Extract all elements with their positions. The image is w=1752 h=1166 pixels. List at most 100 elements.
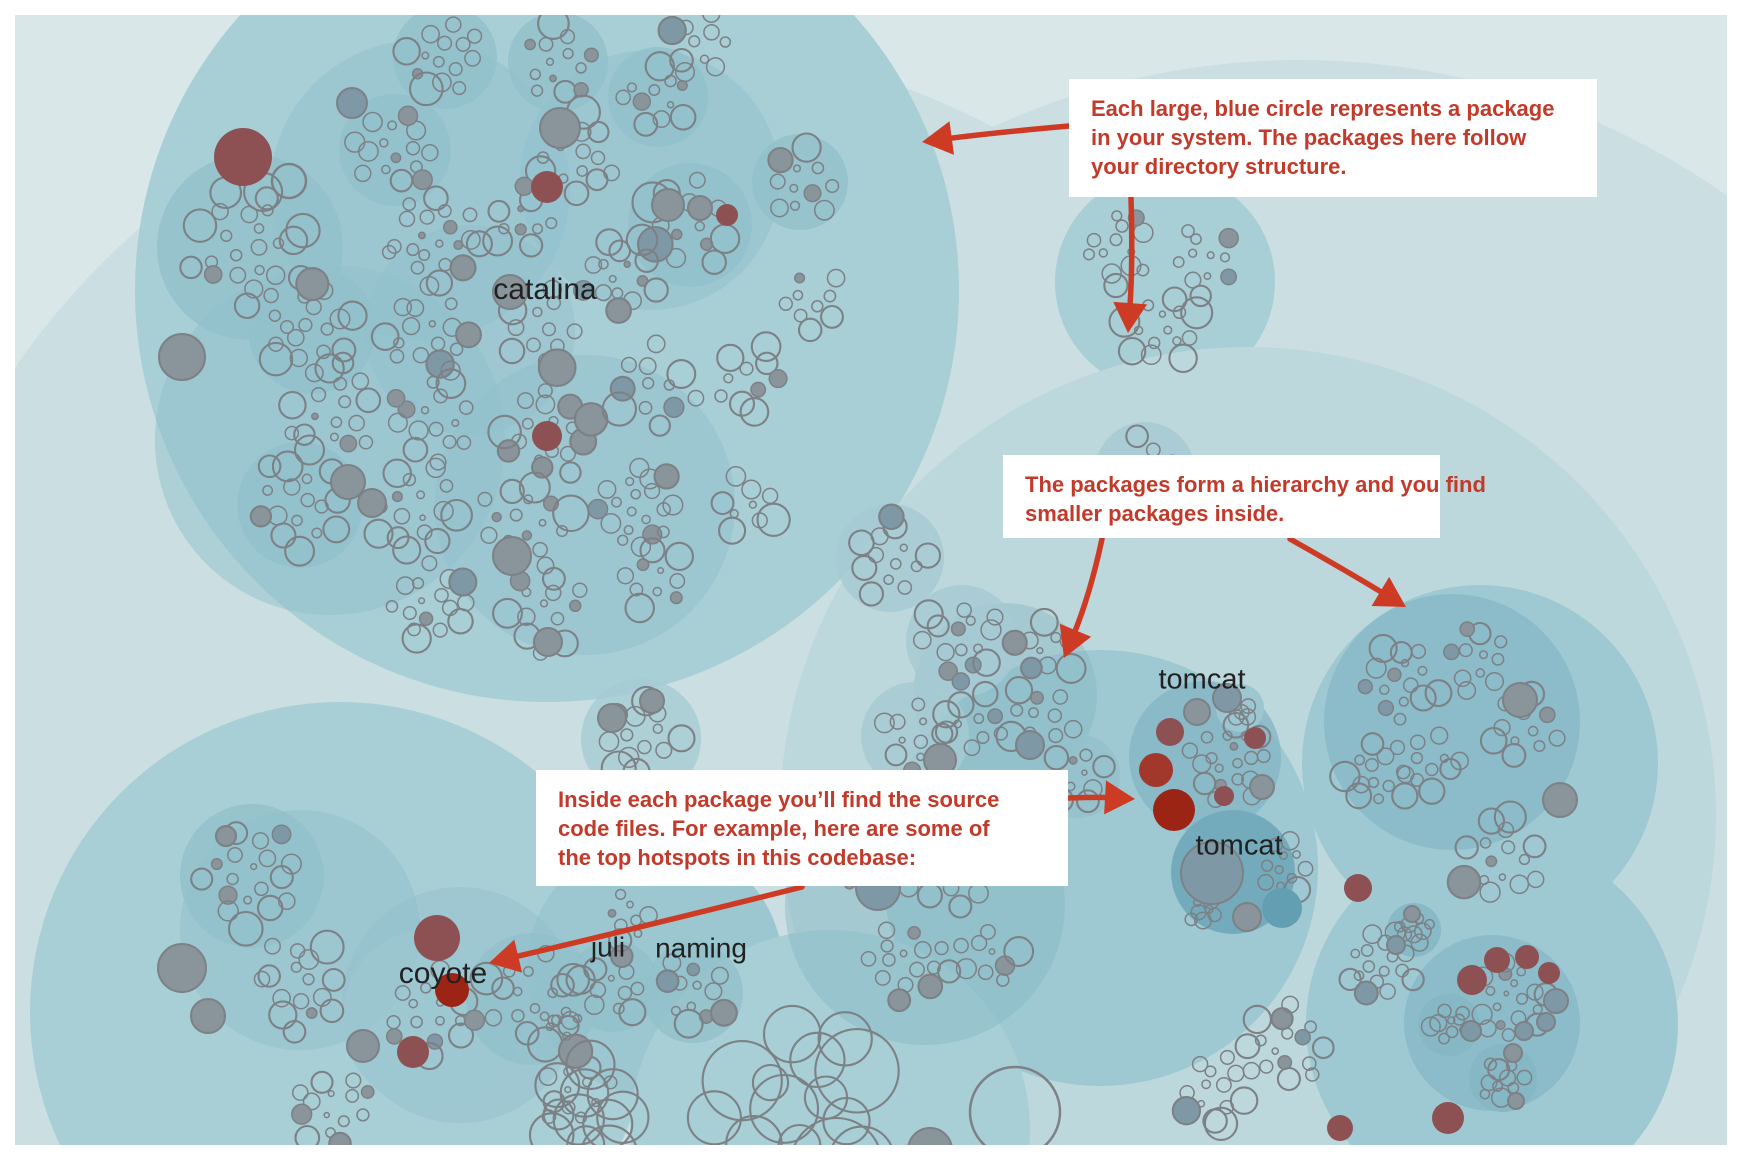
file-circle[interactable] [492, 597, 523, 629]
file-circle[interactable] [1168, 343, 1198, 374]
file-circle[interactable] [630, 488, 642, 500]
file-circle[interactable] [1206, 251, 1215, 260]
file-circle[interactable] [624, 592, 655, 624]
file-circle[interactable] [526, 337, 541, 353]
file-circle[interactable] [556, 962, 591, 997]
package-bubble[interactable] [1418, 994, 1480, 1056]
file-circle[interactable] [320, 322, 334, 336]
file-circle[interactable] [887, 988, 912, 1013]
file-circle[interactable] [637, 739, 652, 755]
file-circle[interactable] [442, 219, 458, 235]
file-circle[interactable] [1475, 668, 1486, 678]
file-circle[interactable] [1052, 689, 1069, 705]
file-circle[interactable] [980, 619, 1002, 641]
file-circle[interactable] [428, 421, 444, 437]
hotspot-circle[interactable] [716, 204, 738, 226]
file-circle[interactable] [524, 38, 536, 51]
file-circle[interactable] [283, 478, 301, 496]
file-circle[interactable] [429, 453, 447, 471]
file-circle[interactable] [482, 225, 514, 257]
file-circle[interactable] [487, 199, 511, 223]
file-circle[interactable] [926, 614, 950, 638]
file-circle[interactable] [1188, 248, 1198, 258]
file-circle[interactable] [448, 567, 478, 597]
file-circle[interactable] [424, 527, 451, 555]
file-circle[interactable] [848, 529, 875, 557]
file-circle[interactable] [666, 359, 697, 389]
file-circle[interactable] [1115, 219, 1129, 233]
file-circle[interactable] [420, 982, 432, 994]
file-circle[interactable] [464, 49, 482, 67]
file-circle[interactable] [406, 299, 425, 317]
file-circle[interactable] [1485, 985, 1496, 996]
file-circle[interactable] [433, 388, 449, 404]
file-circle[interactable] [591, 1097, 601, 1108]
file-circle[interactable] [951, 672, 971, 691]
file-circle[interactable] [1242, 1004, 1272, 1035]
file-circle[interactable] [294, 1124, 321, 1150]
file-circle[interactable] [541, 322, 557, 337]
hotspot-circle[interactable] [397, 1036, 429, 1068]
file-circle[interactable] [739, 361, 754, 376]
file-circle-filled[interactable] [1507, 1092, 1525, 1110]
file-circle-filled[interactable] [190, 998, 226, 1034]
file-circle[interactable] [1294, 1028, 1311, 1046]
file-circle[interactable] [1147, 336, 1161, 350]
file-circle[interactable] [381, 244, 397, 260]
file-circle[interactable] [1478, 650, 1489, 660]
file-circle[interactable] [792, 289, 804, 301]
file-circle[interactable] [385, 600, 399, 613]
file-circle[interactable] [210, 858, 223, 871]
file-circle[interactable] [1055, 653, 1087, 684]
file-circle[interactable] [463, 1009, 486, 1031]
file-circle[interactable] [629, 457, 650, 479]
file-circle[interactable] [389, 348, 405, 364]
file-circle[interactable] [657, 15, 687, 46]
file-circle[interactable] [710, 966, 729, 985]
file-circle[interactable] [1501, 840, 1516, 855]
file-circle[interactable] [993, 726, 1009, 741]
file-circle[interactable] [1048, 728, 1064, 744]
file-circle[interactable] [803, 184, 822, 203]
file-circle[interactable] [565, 1039, 616, 1090]
file-circle[interactable] [614, 888, 627, 901]
file-circle[interactable] [1518, 853, 1531, 866]
file-circle[interactable] [394, 985, 411, 1001]
file-circle[interactable] [917, 973, 944, 1000]
file-circle[interactable] [1229, 1086, 1259, 1115]
file-circle[interactable] [714, 389, 728, 403]
file-circle[interactable] [1286, 872, 1298, 884]
file-circle[interactable] [423, 185, 449, 212]
file-circle[interactable] [1047, 708, 1063, 723]
file-circle[interactable] [550, 611, 565, 626]
file-circle[interactable] [279, 319, 295, 335]
file-circle[interactable] [936, 959, 962, 984]
file-circle[interactable] [220, 229, 233, 242]
hotspot-circle[interactable] [1156, 718, 1184, 746]
file-circle[interactable] [227, 910, 264, 947]
file-circle[interactable] [1163, 325, 1173, 335]
file-circle-filled[interactable] [1180, 841, 1244, 905]
file-circle-filled[interactable] [357, 488, 387, 518]
file-circle-filled[interactable] [492, 536, 532, 576]
file-circle[interactable] [972, 680, 999, 708]
file-circle[interactable] [884, 743, 908, 767]
file-circle[interactable] [387, 412, 408, 433]
file-circle[interactable] [456, 435, 472, 450]
file-circle[interactable] [286, 328, 305, 347]
file-circle[interactable] [1082, 248, 1096, 261]
file-circle[interactable] [1158, 310, 1167, 318]
file-circle-filled[interactable] [157, 943, 207, 993]
file-circle[interactable] [1430, 726, 1449, 745]
file-circle[interactable] [440, 360, 461, 381]
file-circle[interactable] [518, 233, 544, 258]
file-circle[interactable] [331, 337, 357, 363]
file-circle[interactable] [572, 582, 588, 598]
file-circle[interactable] [912, 630, 932, 650]
file-circle[interactable] [412, 346, 430, 364]
file-circle[interactable] [521, 417, 534, 430]
file-circle[interactable] [793, 308, 808, 323]
file-circle[interactable] [590, 150, 606, 166]
file-circle[interactable] [1438, 1032, 1450, 1045]
file-circle[interactable] [391, 491, 403, 503]
